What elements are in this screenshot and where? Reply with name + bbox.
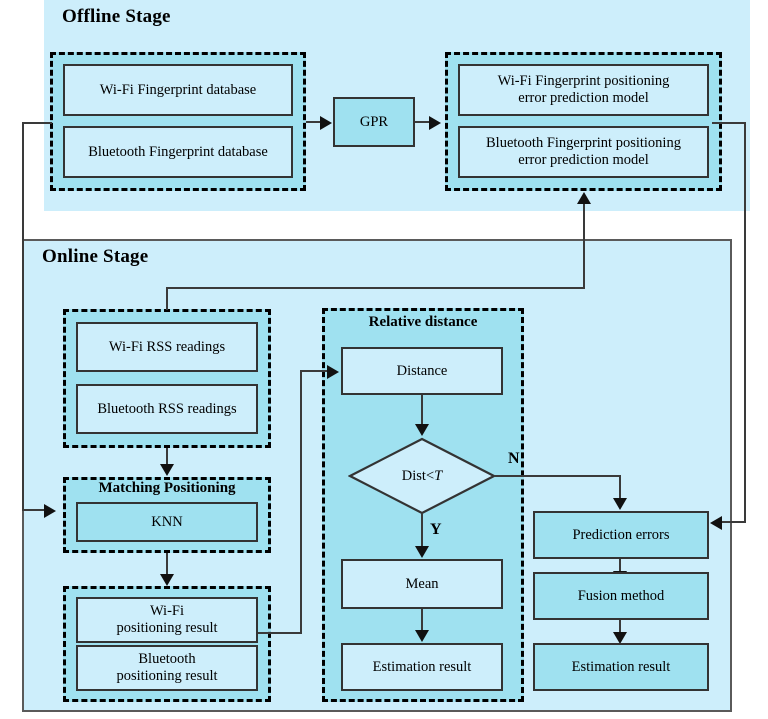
box-estimation-result-mean: Estimation result <box>341 643 503 691</box>
line-db-left-down <box>22 122 24 510</box>
line-fusion-to-estimation <box>619 620 621 634</box>
line-db-to-matching <box>22 509 44 511</box>
box-bluetooth-rss-readings: Bluetooth RSS readings <box>76 384 258 434</box>
line-rss-up <box>166 288 168 310</box>
arrowhead-distance-to-decision <box>415 424 429 436</box>
line-prediction-to-fusion <box>619 559 621 573</box>
box-distance: Distance <box>341 347 503 395</box>
arrowhead-rss-to-model <box>577 192 591 204</box>
matching-positioning-label: Matching Positioning <box>98 480 236 496</box>
line-rss-to-model-vertical <box>583 204 585 289</box>
decision-diamond-shape <box>348 437 496 515</box>
arrowhead-matching-to-results <box>160 574 174 586</box>
box-bluetooth-error-prediction-model: Bluetooth Fingerprint positioning error … <box>458 126 709 178</box>
line-db-to-gpr <box>306 121 320 123</box>
box-mean: Mean <box>341 559 503 609</box>
line-result-to-distance-horizontal <box>258 632 302 634</box>
box-wifi-rss-readings: Wi-Fi RSS readings <box>76 322 258 372</box>
line-distance-to-decision <box>421 395 423 428</box>
online-stage-title: Online Stage <box>42 246 149 267</box>
line-result-to-distance-vertical <box>300 371 302 634</box>
box-knn: KNN <box>76 502 258 542</box>
box-bluetooth-positioning-result: Bluetooth positioning result <box>76 645 258 691</box>
box-wifi-error-prediction-model: Wi-Fi Fingerprint positioning error pred… <box>458 64 709 116</box>
relative-distance-label: Relative distance <box>368 314 478 330</box>
arrowhead-db-to-gpr <box>320 116 332 130</box>
line-db-left-top <box>22 122 52 124</box>
box-bluetooth-positioning-result-text: Bluetooth positioning result <box>116 651 218 684</box>
box-wifi-error-prediction-model-text: Wi-Fi Fingerprint positioning error pred… <box>497 73 670 106</box>
box-wifi-positioning-result: Wi-Fi positioning result <box>76 597 258 643</box>
arrowhead-db-to-matching <box>44 504 56 518</box>
arrowhead-gpr-to-model <box>429 116 441 130</box>
line-decision-yes <box>421 513 423 550</box>
arrowhead-result-to-distance <box>327 365 339 379</box>
arrowhead-decision-yes <box>415 546 429 558</box>
branch-label-yes: Y <box>430 521 442 538</box>
box-bluetooth-fingerprint-database: Bluetooth Fingerprint database <box>63 126 293 178</box>
box-prediction-errors: Prediction errors <box>533 511 709 559</box>
box-estimation-result-fusion: Estimation result <box>533 643 709 691</box>
box-fusion-method: Fusion method <box>533 572 709 620</box>
line-rss-to-model-horizontal <box>166 287 585 289</box>
line-rss-to-matching <box>166 448 168 466</box>
box-bluetooth-error-prediction-model-text: Bluetooth Fingerprint positioning error … <box>486 135 681 168</box>
branch-label-no: N <box>508 450 520 467</box>
line-model-to-prediction <box>722 521 746 523</box>
line-matching-to-results <box>166 553 168 576</box>
line-mean-to-estimation <box>421 609 423 632</box>
decision-dist-less-than-t: Dist<T <box>348 437 496 515</box>
line-result-into-distance <box>300 370 328 372</box>
offline-stage-title: Offline Stage <box>62 6 171 27</box>
line-model-right-down <box>744 122 746 522</box>
box-gpr: GPR <box>333 97 415 147</box>
line-decision-no-vertical <box>619 475 621 500</box>
arrowhead-fusion-to-estimation <box>613 632 627 644</box>
line-model-right-top <box>712 122 746 124</box>
arrowhead-decision-no <box>613 498 627 510</box>
arrowhead-rss-to-matching <box>160 464 174 476</box>
arrowhead-mean-to-estimation <box>415 630 429 642</box>
box-wifi-fingerprint-database: Wi-Fi Fingerprint database <box>63 64 293 116</box>
box-wifi-positioning-result-text: Wi-Fi positioning result <box>116 603 218 636</box>
arrowhead-model-to-prediction <box>710 516 722 530</box>
line-gpr-to-model <box>415 121 429 123</box>
line-decision-no-horizontal <box>494 475 621 477</box>
